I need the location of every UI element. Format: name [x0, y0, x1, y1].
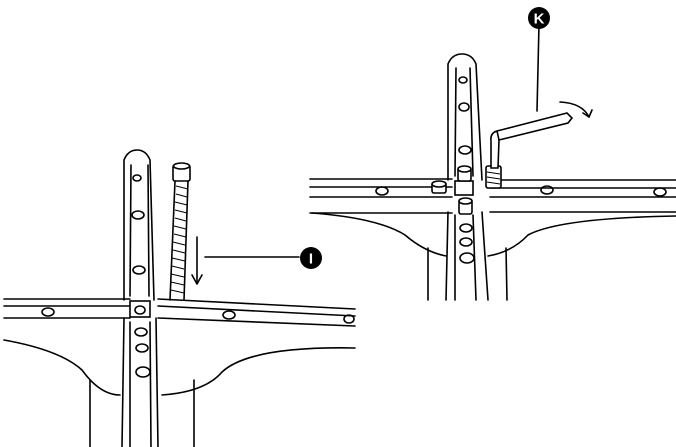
- callout-k-label: K: [534, 11, 545, 28]
- right-panel-base: [309, 53, 676, 301]
- down-arrow-icon: [191, 236, 203, 285]
- left-panel-base: [3, 149, 356, 447]
- callout-i-label: I: [309, 251, 313, 268]
- callout-k: K: [528, 7, 550, 112]
- allen-key-icon: [490, 112, 574, 169]
- rotate-arrow-icon: [559, 101, 593, 118]
- mount-holes-right: [375, 76, 667, 264]
- bolt-icon: [169, 162, 191, 301]
- mount-holes-left: [41, 174, 355, 378]
- callout-i: I: [204, 247, 322, 269]
